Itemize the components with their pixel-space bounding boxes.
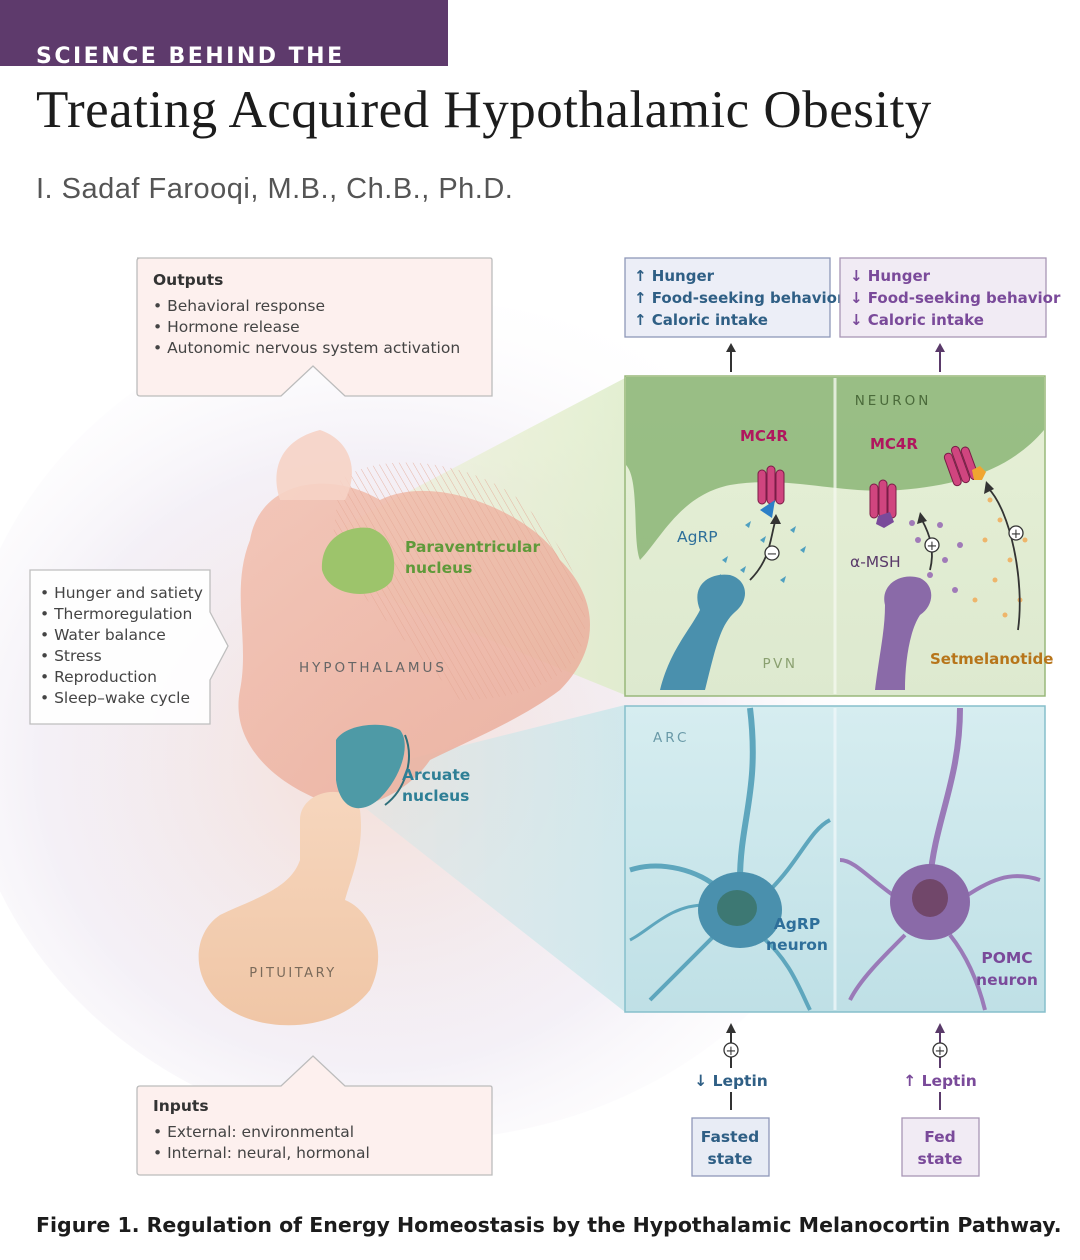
mc4r-receptor-left [757, 465, 785, 518]
agrp-arrow-head [770, 514, 781, 524]
amsh-label: α-MSH [850, 553, 901, 571]
inputs-item: • External: environmental [153, 1123, 354, 1141]
leptin-flow-right [932, 1023, 948, 1110]
pituitary-shape [198, 791, 379, 1026]
pomc-terminal [875, 576, 932, 690]
fasted-state-label-2: state [707, 1150, 752, 1168]
pomc-neuron-label-2: neuron [976, 971, 1038, 989]
effects-up-box [624, 257, 831, 338]
setmelanotide-molecule [972, 466, 986, 480]
setmelanotide-activate-arrow [987, 487, 1021, 631]
hypothalamus-label: HYPOTHALAMUS [299, 660, 447, 676]
plus-sign: + [927, 539, 938, 554]
author-line: I. Sadaf Farooqi, M.B., Ch.B., Ph.D. [36, 173, 514, 205]
pomc-neuron [839, 707, 1041, 1011]
mc4r-label-right: MC4R [870, 435, 918, 453]
inputs-box [136, 1055, 493, 1176]
pvn-shape [321, 527, 395, 594]
outputs-item: • Autonomic nervous system activation [153, 339, 460, 357]
outputs-item: • Hormone release [153, 318, 300, 336]
fed-state-box [901, 1117, 980, 1177]
setmelanotide-arrow-head [984, 481, 994, 494]
mc4r-receptor-middle [869, 479, 897, 528]
arc-accent [384, 734, 410, 806]
leptin-flow-left [723, 1023, 739, 1110]
effect-up-item: ↑ Food-seeking behavior [634, 289, 845, 307]
effect-up-item: ↑ Hunger [634, 267, 715, 285]
section-banner-label: SCIENCE BEHIND THE STUDY [36, 44, 345, 66]
leptin-up-bg [900, 1068, 980, 1092]
section-banner: SCIENCE BEHIND THE STUDY [0, 0, 448, 66]
amsh-arrow-head [917, 512, 927, 524]
agrp-neuron [629, 707, 832, 1011]
plus-symbol-amsh [924, 537, 940, 553]
plus-symbol-setmelanotide [1008, 525, 1024, 541]
arc-panel-label: ARC [653, 730, 689, 746]
fed-state-label-2: state [917, 1150, 962, 1168]
leptin-down-bg [690, 1068, 774, 1092]
arc-label-line1: Arcuate [402, 766, 470, 784]
function-item: • Stress [40, 647, 102, 665]
effect-down-item: ↓ Caloric intake [850, 311, 984, 329]
plus-sign: + [1011, 527, 1022, 542]
minus-symbol [764, 545, 780, 561]
inputs-item: • Internal: neural, hormonal [153, 1144, 370, 1162]
amsh-particles [909, 520, 963, 593]
mc4r-label-left: MC4R [740, 427, 788, 445]
leptin-down-label: ↓ Leptin [694, 1072, 768, 1090]
minus-sign: − [767, 547, 778, 562]
leptin-up-label: ↑ Leptin [903, 1072, 977, 1090]
inputs-heading: Inputs [153, 1097, 209, 1115]
arc-beam [345, 705, 625, 1012]
outputs-heading: Outputs [153, 271, 223, 289]
agrp-neuron-label-2: neuron [766, 936, 828, 954]
function-item: • Hunger and satiety [40, 584, 203, 602]
plus-sign: + [726, 1044, 737, 1059]
pituitary-label: PITUITARY [249, 966, 336, 981]
effects-down-box [839, 257, 1047, 338]
arc-shape [336, 724, 405, 809]
functions-box [29, 569, 229, 725]
agrp-terminal [660, 574, 746, 690]
arc-label-line2: nucleus [402, 787, 469, 805]
arrow-up-right [935, 343, 945, 372]
fed-state-label-1: Fed [924, 1128, 956, 1146]
pvn-label-line1: Paraventricular [405, 538, 541, 556]
fasted-state-box [691, 1117, 770, 1177]
outputs-item: • Behavioral response [153, 297, 325, 315]
function-item: • Reproduction [40, 668, 157, 686]
function-item: • Thermoregulation [40, 605, 192, 623]
effect-down-item: ↓ Food-seeking behavior [850, 289, 1061, 307]
outputs-box [136, 257, 493, 397]
effect-down-item: ↓ Hunger [850, 267, 931, 285]
figure-caption: Figure 1. Regulation of Energy Homeostas… [36, 1213, 1062, 1237]
melanocortin-diagram: Outputs • Behavioral response • Hormone … [0, 257, 1061, 1177]
function-item: • Sleep–wake cycle [40, 689, 190, 707]
pvn-label-line2: nucleus [405, 559, 472, 577]
pvn-label: PVN [763, 656, 798, 672]
setmelanotide-particles [972, 497, 1028, 618]
page-title: Treating Acquired Hypothalamic Obesity [36, 81, 932, 139]
effect-up-item: ↑ Caloric intake [634, 311, 768, 329]
arrow-up-left [726, 343, 736, 372]
brainstem-shape [276, 430, 352, 500]
neuron-label: NEURON [855, 393, 932, 409]
pomc-neuron-label-1: POMC [981, 949, 1032, 967]
agrp-neuron-label-1: AgRP [774, 915, 820, 933]
fasted-state-label-1: Fasted [701, 1128, 759, 1146]
hypothalamus-hatch [330, 462, 586, 700]
agrp-label: AgRP [677, 528, 718, 546]
plus-sign: + [935, 1044, 946, 1059]
function-item: • Water balance [40, 626, 166, 644]
setmelanotide-label: Setmelanotide [930, 650, 1053, 668]
